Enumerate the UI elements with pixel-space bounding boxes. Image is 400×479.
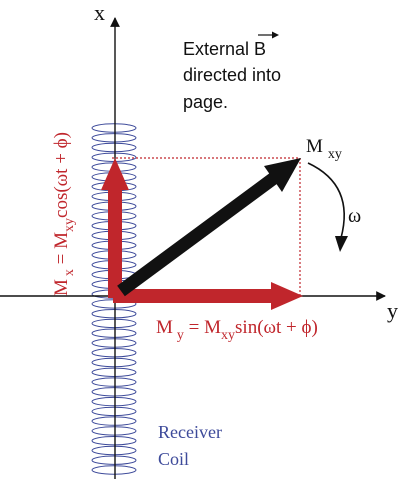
x-axis-label: x [94,0,105,25]
coil-loop [91,318,137,329]
y-axis-label: y [387,298,398,323]
coil-label-line2: Coil [158,449,189,469]
coil-loop [91,436,137,446]
mx-equation-label: Mx = Mxycos(ωt + ϕ) [51,132,77,296]
coil-loop [91,133,137,143]
coil-loop [91,406,137,417]
coil-loop [91,142,137,153]
mx-component-arrow [101,158,129,298]
coil-loop [91,348,137,358]
omega-label: ω [348,205,361,227]
external-field-note: External B directed into page. [183,31,281,112]
coil-loop [91,387,137,397]
projection-lines [112,157,301,296]
rotation-arc [307,162,348,252]
coil-loop [91,367,137,377]
coil-loop [91,152,137,163]
my-component-arrow [113,282,303,310]
coil-loop [91,465,137,475]
coil-loop [91,338,137,348]
coil-loop [91,123,137,133]
coil-loop [91,396,137,407]
coil-loop [91,416,137,426]
coil-loop [91,377,137,387]
coil-loop [91,357,137,368]
vector-arrow-over-b-head [272,31,279,39]
coil-loop [91,328,137,338]
coil-loop [91,455,137,465]
mxy-vector-arrow [117,158,301,297]
field-note-line2: directed into [183,65,281,85]
field-note-line3: page. [183,92,228,112]
coil-loop [91,426,137,436]
coil-loop [91,309,137,319]
coil-label-line1: Receiver [158,422,222,442]
field-note-line1: External B [183,39,266,59]
coil-loop [91,445,137,456]
